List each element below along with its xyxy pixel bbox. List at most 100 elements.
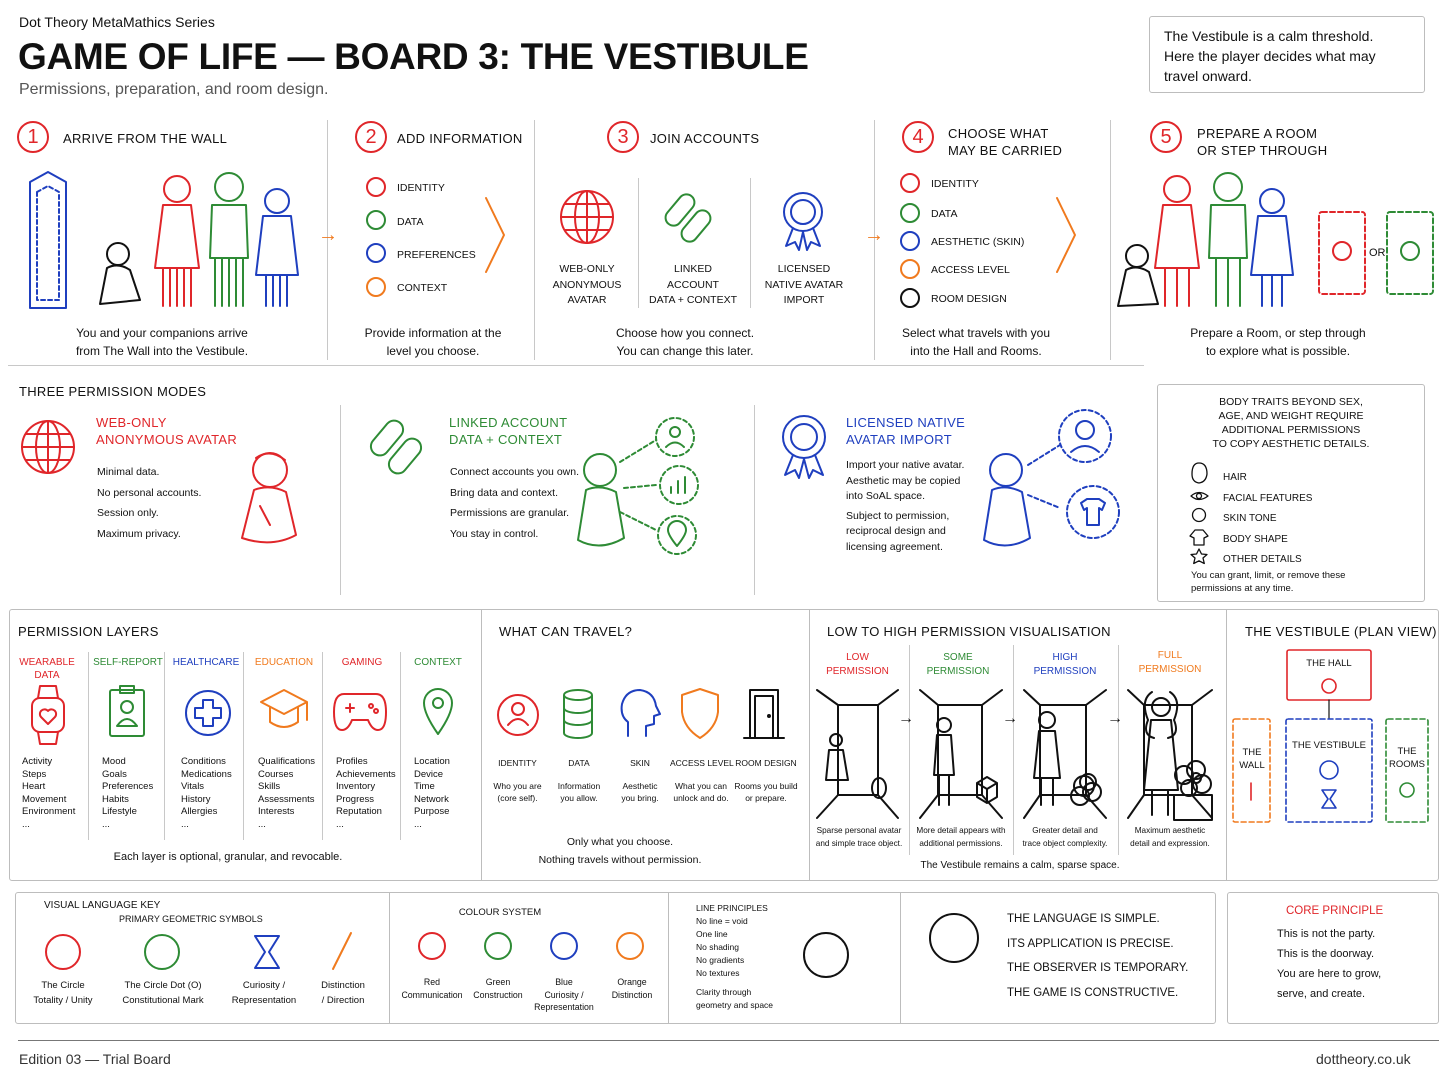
site-link[interactable]: dottheory.co.uk	[1316, 1051, 1411, 1067]
travel-title: IDENTITY	[498, 758, 537, 768]
line-item: No shading	[696, 942, 740, 952]
intro-note-line: travel onward.	[1164, 68, 1252, 84]
line-item: Clarity through	[696, 987, 752, 997]
body-shape-icon	[1189, 529, 1209, 546]
plan-vestibule-label: THE VESTIBULE	[1292, 740, 1366, 751]
kneeling-child-connections-icon	[577, 417, 699, 555]
layer-line: Inventory	[336, 781, 376, 792]
info-item: DATA	[397, 216, 424, 228]
mode-lines: Import your native avatar. Aesthetic may…	[846, 458, 964, 555]
clipboard-person-icon	[109, 685, 145, 737]
layer-line: Time	[414, 781, 435, 792]
caption-line: Maximum aesthetic	[1134, 826, 1206, 835]
room-frame	[1023, 689, 1107, 819]
mode-lines: Minimal data.No personal accounts.Sessio…	[97, 462, 201, 544]
title-line: CHOOSE WHAT	[948, 126, 1049, 141]
blue-swatch	[550, 932, 578, 960]
line-heading: LINE PRINCIPLES	[696, 903, 768, 913]
caption-line: More detail appears with	[916, 826, 1006, 835]
caption-line: into the Hall and Rooms.	[910, 344, 1042, 358]
label-line: ROOMS	[1389, 758, 1425, 770]
traits-heading: BODY TRAITS BEYOND SEX, AGE, AND WEIGHT R…	[1170, 395, 1412, 451]
plan-hall-label: THE HALL	[1306, 658, 1352, 669]
line-item: geometry and space	[696, 1000, 774, 1010]
option-line: WEB-ONLY	[559, 263, 615, 275]
layer-line: Interests	[258, 806, 295, 817]
caption-line: Totality / Unity	[33, 995, 93, 1006]
caption-line: Representation	[231, 995, 297, 1006]
carry-item: ROOM DESIGN	[931, 293, 1007, 305]
key-panel	[15, 892, 1216, 1024]
carry-item: AESTHETIC (SKIN)	[931, 236, 1025, 248]
layer-line: Heart	[22, 781, 46, 792]
note-line: permissions at any time.	[1191, 582, 1294, 594]
layer-line: History	[181, 793, 211, 805]
info-item: IDENTITY	[397, 182, 445, 194]
travel-icons	[497, 688, 785, 739]
layers-heading: PERMISSION LAYERS	[18, 624, 159, 639]
carry-circles-icon	[900, 173, 1076, 308]
mode-line: Bring data and context.	[450, 486, 558, 499]
layer-title: HEALTHCARE	[168, 657, 244, 670]
option-line: ANONYMOUS	[552, 278, 622, 291]
globe-icon	[21, 420, 75, 474]
travel-title: SKIN	[630, 758, 650, 768]
caption-line: Greater detail and	[1032, 826, 1098, 835]
travel-line: you allow.	[560, 793, 598, 803]
core-line: You are here to grow,	[1277, 968, 1382, 980]
caption-line: Curiosity /	[242, 980, 286, 991]
layer-line: Preferences	[102, 781, 154, 792]
layer-line: Mood	[102, 756, 126, 767]
layer-line: Allergies	[181, 806, 218, 817]
head-profile-icon	[620, 689, 661, 737]
title-line: WEARABLE	[19, 657, 75, 668]
distinction-line-symbol	[332, 932, 352, 970]
colour-line: Curiosity /	[544, 989, 584, 1000]
layer-line: Environment	[22, 806, 76, 817]
rosette-badge-icon	[782, 415, 826, 479]
caption-line: The Circle	[41, 980, 85, 991]
colour-line: Communication	[401, 989, 463, 1000]
label-line: WALL	[1239, 759, 1265, 771]
layer-line: Movement	[22, 793, 67, 805]
mode-line: Minimal data.	[97, 466, 160, 478]
wall-box	[1232, 718, 1271, 823]
trait-item: BODY SHAPE	[1223, 533, 1288, 545]
hair-icon	[1191, 462, 1208, 484]
title-line: DATA + CONTEXT	[449, 432, 563, 447]
layer-line: Reputation	[336, 806, 382, 817]
statement: ITS APPLICATION IS PRECISE.	[1007, 937, 1174, 950]
title-line: FULL	[1157, 650, 1183, 661]
statements: THE LANGUAGE IS SIMPLE.ITS APPLICATION I…	[1007, 907, 1188, 1005]
heading-line: AGE, AND WEIGHT REQUIRE	[1218, 410, 1364, 422]
layer-line: Qualifications	[258, 756, 316, 767]
option-line: DATA + CONTEXT	[649, 294, 737, 306]
step-number: 3	[607, 121, 639, 153]
travel-line: Aesthetic	[622, 780, 658, 791]
caption-line: Prepare a Room, or step through	[1190, 326, 1366, 340]
trait-item: SKIN TONE	[1223, 513, 1277, 524]
title-line: PREPARE A ROOM	[1197, 126, 1318, 141]
heading-line: BODY TRAITS BEYOND SEX,	[1219, 396, 1363, 408]
step-number: 1	[17, 121, 49, 153]
globe-icon	[560, 190, 614, 244]
mode-line: Permissions are granular.	[450, 507, 570, 519]
caption-line: additional permissions.	[919, 838, 1003, 848]
title-line: DATA	[34, 669, 60, 681]
layer-line: ...	[258, 818, 266, 830]
traits-icons	[1189, 462, 1209, 565]
line-item: No line = void	[696, 916, 748, 926]
caption-line: detail and expression.	[1130, 838, 1210, 848]
